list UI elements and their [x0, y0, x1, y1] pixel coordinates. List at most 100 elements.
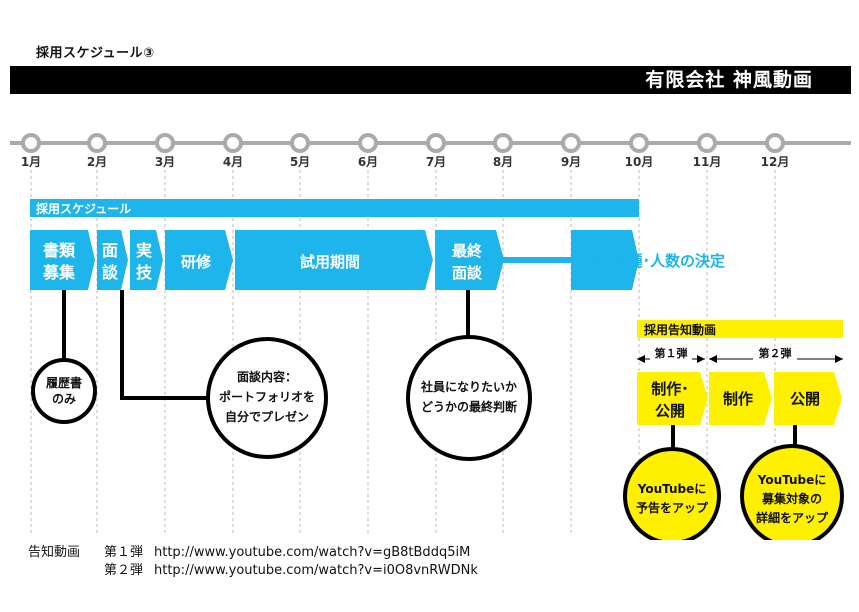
schedule-bar — [30, 199, 639, 217]
circle-youtube-preview-shape — [623, 447, 721, 540]
footer-first-label: 第１弾 — [104, 545, 144, 560]
step-interview-box — [97, 230, 128, 290]
circle-final-check-line2: どうかの最終判断 — [421, 399, 517, 414]
step-decision-label: 対象･職種･人数の決定 — [574, 252, 725, 270]
step-production-publish-box — [637, 372, 708, 425]
second-span-arrow-left — [709, 355, 717, 363]
first-span-label: 第１弾 — [655, 346, 688, 360]
first-span-label-bg — [650, 346, 692, 360]
month-label: 8月 — [493, 155, 513, 169]
second-span-label: 第２弾 — [759, 346, 792, 360]
step-skill-line2: 技 — [136, 263, 153, 282]
step-publish: 公開 — [774, 372, 842, 425]
month-node — [155, 133, 175, 153]
circle-final-check: 社員になりたいか どうかの最終判断 — [406, 335, 532, 461]
notice-bar — [637, 320, 843, 338]
circle-resume: 履歴書 のみ — [31, 358, 97, 424]
month-node — [765, 133, 785, 153]
first-span-arrow-left — [637, 355, 645, 363]
step-training-label: 研修 — [181, 253, 212, 271]
circle-youtube-preview: YouTubeに 予告をアップ — [623, 447, 721, 540]
circle-interview-content-line1: 面談内容： — [237, 369, 297, 384]
notice-first-span: 第１弾 — [637, 346, 705, 363]
step-publish-box — [774, 372, 842, 425]
month-node — [87, 133, 107, 153]
final-to-decision-connector — [503, 257, 573, 263]
circle-interview-content: 面談内容： ポートフォリオを 自分でプレゼン — [206, 337, 328, 459]
step-final: 最終 面談 — [435, 230, 504, 290]
step-production-publish-line1: 制作･ — [651, 380, 689, 398]
notice-bar-label: 採用告知動画 — [644, 322, 716, 337]
circle-resume-line2: のみ — [52, 392, 76, 406]
circle-interview-content-line3: 自分でプレゼン — [225, 409, 309, 424]
month-label: 4月 — [223, 155, 243, 169]
month-label: 5月 — [290, 155, 310, 169]
step-publish-label: 公開 — [790, 390, 820, 408]
circle-interview-content-line2: ポートフォリオを — [219, 389, 315, 404]
step-production-publish: 制作･ 公開 — [637, 372, 708, 425]
circle-final-check-shape — [406, 335, 532, 461]
month-nodes — [21, 133, 785, 153]
circle-youtube-detail: YouTubeに 募集対象の 詳細をアップ — [740, 444, 844, 540]
step-trial: 試用期間 — [235, 230, 433, 290]
second-span-arrow-right — [835, 355, 843, 363]
month-label: 3月 — [155, 155, 175, 169]
connector-lines — [62, 290, 797, 452]
month-label: 12月 — [761, 155, 790, 169]
month-labels: 1月 2月 3月 4月 5月 6月 7月 8月 9月 10月 11月 12月 — [21, 155, 790, 169]
step-production: 制作 — [709, 372, 772, 425]
title-bar: 有限会社 神風動画 — [10, 66, 851, 94]
circle-resume-shape — [31, 358, 97, 424]
first-span-arrow-right — [697, 355, 705, 363]
step-final-box — [435, 230, 504, 290]
footer-second-url[interactable]: http://www.youtube.com/watch?v=i0O8vnRWD… — [154, 563, 478, 578]
second-span-label-bg — [753, 346, 797, 360]
step-document-line2: 募集 — [42, 263, 76, 282]
month-node — [697, 133, 717, 153]
circle-youtube-detail-line1: YouTubeに — [757, 473, 827, 487]
month-node — [223, 133, 243, 153]
schedule-bar-label: 採用スケジュール — [36, 201, 131, 216]
month-node — [290, 133, 310, 153]
connector-interview — [120, 290, 210, 400]
step-trial-label: 試用期間 — [300, 253, 360, 271]
footer-second-label: 第２弾 — [104, 563, 144, 578]
month-label: 1月 — [21, 155, 41, 169]
month-label: 2月 — [87, 155, 107, 169]
month-node — [21, 133, 41, 153]
step-training-box — [165, 230, 233, 290]
step-trial-box — [235, 230, 433, 290]
step-interview-line2: 談 — [102, 263, 119, 282]
month-node — [561, 133, 581, 153]
circle-youtube-preview-line2: 予告をアップ — [636, 500, 709, 515]
notice-second-span: 第２弾 — [709, 346, 843, 363]
month-node — [493, 133, 513, 153]
month-label: 6月 — [358, 155, 378, 169]
step-document-box — [30, 230, 95, 290]
step-training: 研修 — [165, 230, 233, 290]
month-node — [358, 133, 378, 153]
month-label: 9月 — [561, 155, 581, 169]
step-skill: 実 技 — [130, 230, 163, 290]
circle-interview-content-shape — [206, 337, 328, 459]
step-final-line1: 最終 — [452, 242, 483, 260]
step-decision-box — [571, 230, 639, 290]
step-skill-line1: 実 — [136, 241, 152, 260]
step-production-publish-line2: 公開 — [655, 402, 685, 420]
step-production-label: 制作 — [723, 390, 753, 408]
month-node — [426, 133, 446, 153]
circle-youtube-preview-line1: YouTubeに — [637, 482, 707, 496]
circle-resume-line1: 履歴書 — [45, 375, 82, 390]
circle-final-check-line1: 社員になりたいか — [420, 379, 517, 394]
step-skill-box — [130, 230, 163, 290]
footer-row-second: 第２弾 http://www.youtube.com/watch?v=i0O8vn… — [28, 562, 478, 580]
month-label: 11月 — [693, 155, 722, 169]
footer-first-url[interactable]: http://www.youtube.com/watch?v=gB8tBddq5… — [154, 545, 471, 560]
page-title: 採用スケジュール③ — [36, 46, 155, 61]
step-interview-line1: 面 — [102, 241, 118, 260]
month-label: 7月 — [426, 155, 446, 169]
month-label: 10月 — [625, 155, 654, 169]
